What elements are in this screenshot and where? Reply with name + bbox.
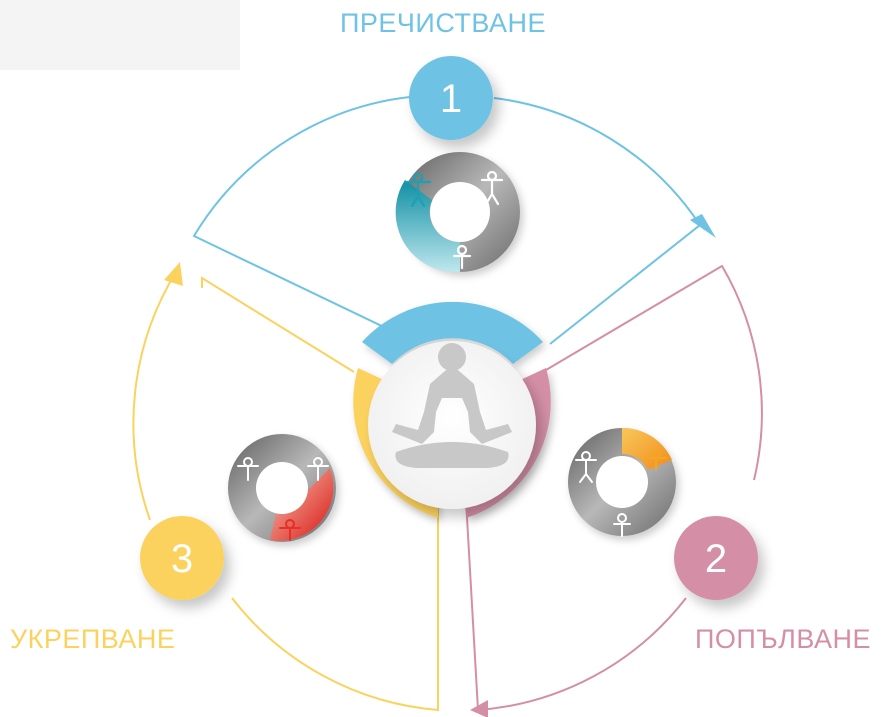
stage3-number: 3 [171, 537, 193, 581]
stage3-sector-outline [132, 271, 439, 712]
stage1-sector-outline [192, 95, 702, 345]
stage3-badge [140, 516, 224, 600]
stage3-label: УКРЕПВАНЕ [10, 624, 176, 654]
stage2-badge [674, 516, 758, 600]
stage2-number: 2 [705, 537, 727, 581]
stage2-icon-disc [568, 427, 676, 537]
hub-arc-stage1 [362, 301, 543, 364]
stage3-arrow-icon [164, 262, 183, 286]
stage2-arrow-icon [470, 700, 488, 717]
stage3-icon-disc [228, 434, 336, 542]
corner-tint [0, 0, 240, 70]
stage1-icon-disc [395, 152, 520, 273]
stage1-arrow-icon [690, 214, 716, 238]
stage2-sector-outline [465, 264, 763, 712]
meditation-figure-icon [392, 343, 512, 468]
stage1-badge [409, 56, 493, 140]
stage1-label: ПРЕЧИСТВАНЕ [340, 8, 547, 38]
stage2-label: ПОПЪЛВАНЕ [695, 624, 872, 654]
stage1-number: 1 [440, 77, 462, 121]
